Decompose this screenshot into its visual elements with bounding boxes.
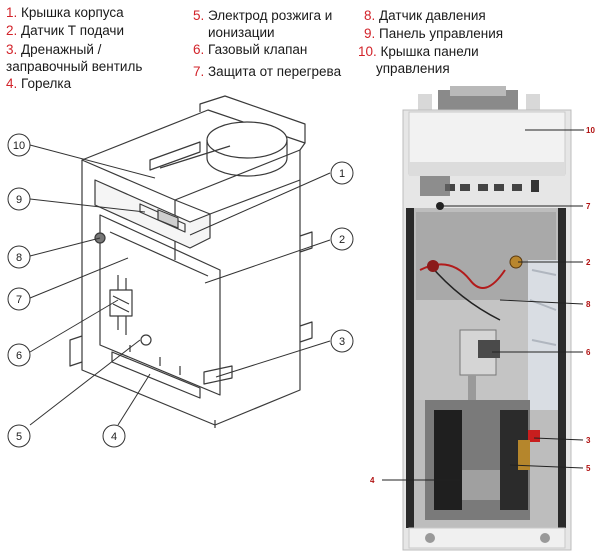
photo-callout-3: 3 <box>586 436 591 445</box>
legend-text: Датчик Т подачи <box>21 23 124 38</box>
photo-leader-lines <box>382 129 584 481</box>
legend-item-3: 3. Дренажный / <box>6 41 101 58</box>
legend-text: Дренажный / <box>21 42 102 57</box>
legend-text: Крышка панели <box>380 44 479 59</box>
photo-callout-8: 8 <box>586 300 591 309</box>
photo-callout-4: 4 <box>370 476 375 485</box>
callout-label: 8 <box>16 252 22 264</box>
legend-number: 3. <box>6 42 18 57</box>
callout-label: 10 <box>13 140 25 152</box>
boiler-line-drawing <box>69 95 313 428</box>
callout-label: 3 <box>339 336 345 348</box>
legend-text: ионизации <box>208 25 275 40</box>
callout-9: 9 <box>7 187 31 211</box>
legend-text: заправочный вентиль <box>6 59 143 74</box>
photo-callout-2: 2 <box>586 258 591 267</box>
legend-number: 2. <box>6 23 18 38</box>
legend-item-5: 5. Электрод розжига и <box>193 7 332 24</box>
callout-label: 2 <box>339 234 345 246</box>
legend-text: Датчик давления <box>379 8 486 23</box>
legend-item-8: 8. Датчик давления <box>364 7 486 24</box>
legend-item-10: 10. Крышка панели <box>358 43 479 60</box>
legend-item-6: 6. Газовый клапан <box>193 41 307 58</box>
legend-number: 5. <box>193 8 205 23</box>
legend-number: 8. <box>364 8 376 23</box>
callout-3: 3 <box>330 329 354 353</box>
callout-7: 7 <box>7 287 31 311</box>
drawing-leader-lines <box>29 144 331 426</box>
callout-8: 8 <box>7 245 31 269</box>
callout-label: 9 <box>16 194 22 206</box>
callout-label: 6 <box>16 350 22 362</box>
boiler-photo <box>402 86 572 551</box>
legend-number: 4. <box>6 76 18 91</box>
legend-text: Электрод розжига и <box>208 8 333 23</box>
legend-number: 7. <box>193 64 205 79</box>
legend-text: Крышка корпуса <box>21 5 124 20</box>
photo-callout-7: 7 <box>586 202 591 211</box>
photo-callout-10: 10 <box>586 126 595 135</box>
legend-number: 9. <box>364 26 376 41</box>
legend-number: 6. <box>193 42 205 57</box>
callout-label: 4 <box>111 431 117 443</box>
callout-5: 5 <box>7 424 31 448</box>
callout-1: 1 <box>330 161 354 185</box>
callout-label: 5 <box>16 431 22 443</box>
legend-text: управления <box>376 61 450 76</box>
callout-10: 10 <box>7 133 31 157</box>
photo-callout-6: 6 <box>586 348 591 357</box>
photo-callout-5: 5 <box>586 464 591 473</box>
callout-label: 7 <box>16 294 22 306</box>
callout-2: 2 <box>330 227 354 251</box>
callout-6: 6 <box>7 343 31 367</box>
legend-text: Горелка <box>21 76 72 91</box>
legend-number: 10. <box>358 44 377 59</box>
legend-text: Газовый клапан <box>208 42 308 57</box>
legend-text: Защита от перегрева <box>208 64 342 79</box>
legend-item-3-cont: заправочный вентиль <box>6 58 142 75</box>
legend-item-2: 2. Датчик Т подачи <box>6 22 124 39</box>
legend-text: Панель управления <box>379 26 504 41</box>
legend-item-7: 7. Защита от перегрева <box>193 63 341 80</box>
legend-item-10-cont: управления <box>376 60 450 77</box>
legend-item-9: 9. Панель управления <box>364 25 503 42</box>
callout-4: 4 <box>102 424 126 448</box>
legend-item-4: 4. Горелка <box>6 75 71 92</box>
legend-item-1: 1. Крышка корпуса <box>6 4 124 21</box>
legend-number: 1. <box>6 5 18 20</box>
legend-item-5-cont: ионизации <box>208 24 275 41</box>
callout-label: 1 <box>339 168 345 180</box>
